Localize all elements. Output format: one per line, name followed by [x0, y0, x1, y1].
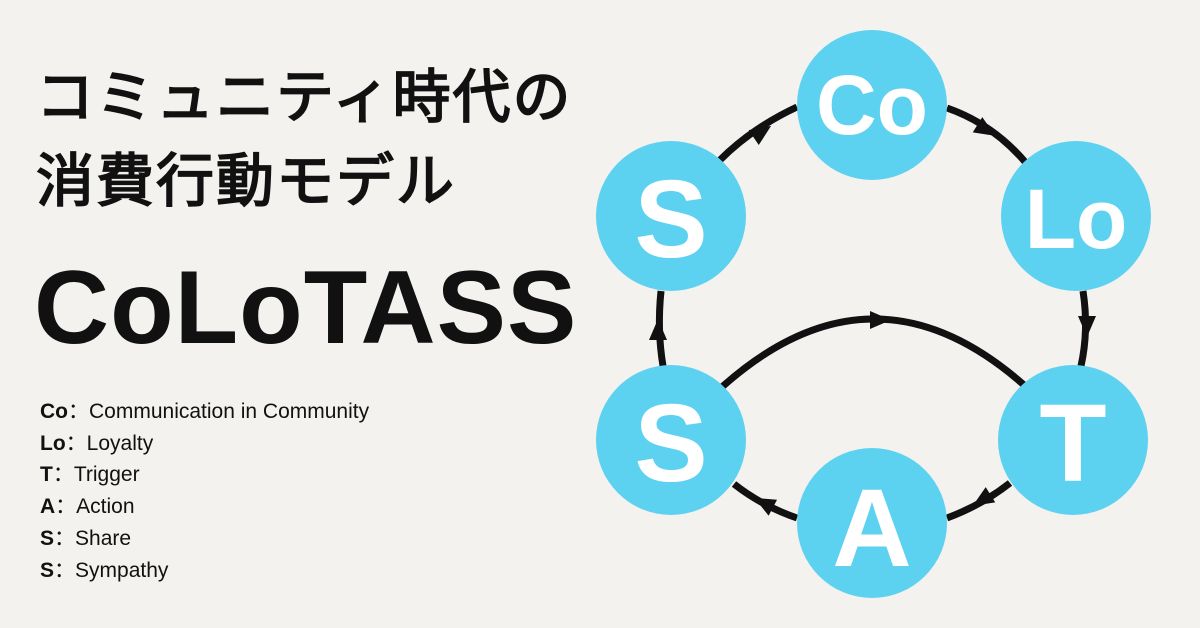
arrowhead-icon	[748, 125, 772, 146]
legend-key: Co	[40, 400, 68, 423]
legend-sep: ：	[54, 526, 76, 550]
node-a	[797, 448, 947, 598]
legend-key: S	[40, 558, 55, 582]
legend-item-sympathy: S：Sympathy	[40, 555, 369, 587]
node-label-t: T	[1039, 382, 1106, 505]
edge-share-to-t	[719, 315, 1027, 390]
node-t	[998, 365, 1148, 515]
arrowhead-icon	[1078, 316, 1096, 337]
node-share	[596, 365, 746, 515]
arrowhead-icon	[972, 117, 996, 136]
legend-label: Sympathy	[75, 558, 169, 582]
legend-sep: ：	[52, 463, 74, 487]
legend-item-a: A：Action	[40, 491, 369, 523]
node-label-sympathy: S	[634, 158, 707, 281]
legend-sep: ：	[65, 431, 87, 455]
legend-label: Trigger	[73, 463, 140, 487]
legend-label: Action	[76, 495, 135, 519]
legend-item-lo: Lo：Loyalty	[40, 428, 369, 460]
edge-co-to-lo	[945, 104, 1029, 166]
legend-item-t: T：Trigger	[40, 459, 369, 491]
arrowhead-icon	[649, 319, 667, 340]
legend-key: T	[40, 463, 53, 487]
legend-sep: ：	[68, 400, 89, 423]
node-label-a: A	[832, 467, 911, 590]
node-sympathy	[596, 141, 746, 291]
legend-key: A	[40, 495, 56, 519]
legend-sep: ：	[55, 495, 77, 519]
arrowhead-icon	[972, 487, 996, 506]
title-line-1: コミュニティ時代の	[36, 63, 573, 131]
legend-item-co: Co：Communication in Community	[40, 396, 369, 428]
node-label-co: Co	[816, 58, 928, 152]
model-name: CoLoTASS	[34, 250, 578, 366]
legend-label: Communication in Community	[89, 400, 370, 423]
node-label-share: S	[634, 382, 707, 505]
legend-label: Share	[75, 526, 132, 550]
arrowhead-icon	[754, 497, 778, 516]
arrowhead-icon	[870, 311, 891, 329]
legend-key: S	[40, 526, 55, 550]
legend: Co：Communication in Community Lo：Loyalty…	[40, 396, 369, 586]
legend-label: Loyalty	[86, 431, 154, 455]
title-line-2: 消費行動モデル	[36, 147, 457, 215]
legend-item-share: S：Share	[40, 523, 369, 555]
legend-sep: ：	[54, 558, 76, 582]
node-lo	[1001, 141, 1151, 291]
legend-key: Lo	[40, 431, 66, 455]
node-co	[797, 30, 947, 180]
node-label-lo: Lo	[1025, 172, 1128, 266]
